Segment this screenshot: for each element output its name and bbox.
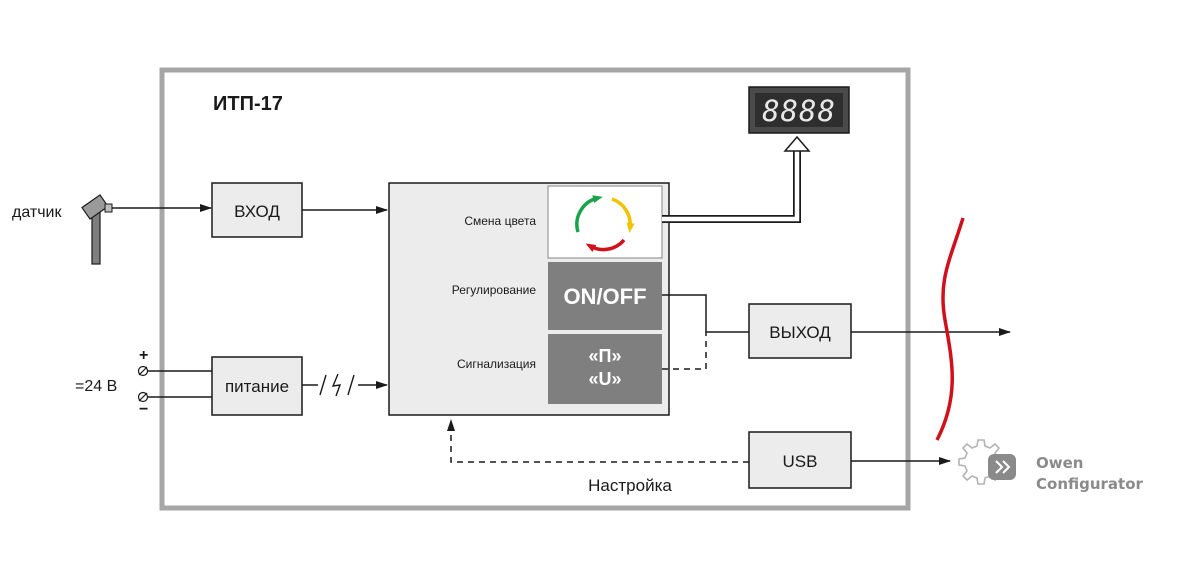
input-block bbox=[211, 182, 303, 238]
color-change-panel bbox=[547, 185, 663, 259]
display-link-line bbox=[662, 150, 801, 223]
setup-label: Настройка bbox=[588, 476, 672, 495]
output-block-label: ВЫХОД bbox=[769, 323, 831, 342]
logo-line2: Configurator bbox=[1036, 475, 1144, 493]
onoff-to-output-line bbox=[662, 294, 749, 333]
device-title: ИТП-17 bbox=[213, 93, 283, 115]
pu-panel bbox=[548, 334, 662, 404]
plus-label: + bbox=[139, 347, 148, 364]
power-block-label: питание bbox=[225, 377, 289, 396]
isolation-icon bbox=[318, 373, 358, 397]
input-block-label: ВХОД bbox=[234, 202, 280, 221]
regulation-label: Регулирование bbox=[452, 283, 537, 297]
voltage-label: =24 В bbox=[75, 378, 117, 395]
mode-p-label: «П» bbox=[589, 346, 622, 366]
sensor-label: датчик bbox=[12, 204, 62, 221]
setup-dashed-line bbox=[447, 419, 749, 463]
onoff-label: ON/OFF bbox=[563, 284, 646, 309]
power-block bbox=[211, 356, 303, 416]
display-digits: 8888 bbox=[762, 94, 836, 128]
color-cycle-icon bbox=[575, 195, 635, 252]
alarm-label: Сигнализация bbox=[457, 357, 536, 371]
usb-block bbox=[748, 431, 852, 489]
output-block bbox=[748, 303, 852, 359]
logo-line1: Owen bbox=[1036, 454, 1083, 472]
boundary-curve bbox=[935, 217, 965, 441]
color-change-label: Смена цвета bbox=[464, 214, 536, 228]
usb-block-label: USB bbox=[783, 452, 818, 471]
terminal-icon bbox=[137, 365, 149, 403]
minus-label: − bbox=[139, 401, 148, 418]
sensor-icon bbox=[81, 194, 113, 265]
mode-u-label: «U» bbox=[588, 369, 621, 389]
onoff-panel bbox=[548, 262, 662, 330]
gear-icon bbox=[958, 439, 1016, 485]
display-hollow-arrow bbox=[783, 135, 811, 152]
device-frame bbox=[159, 67, 911, 511]
alarm-to-output-line bbox=[662, 332, 707, 370]
